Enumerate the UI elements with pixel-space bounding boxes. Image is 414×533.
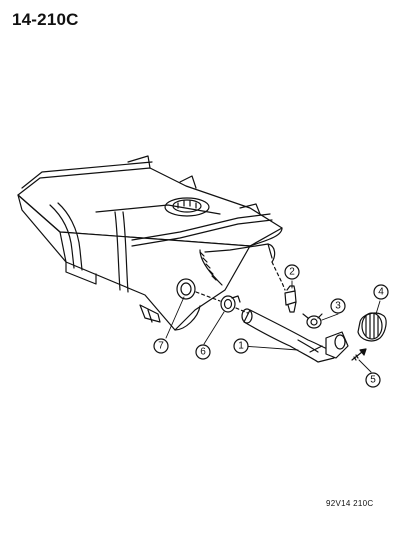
callout-1: 1 xyxy=(233,338,249,354)
hose-clamp xyxy=(220,295,241,313)
callout-2: 2 xyxy=(284,264,300,280)
figure-code: 92V14 210C xyxy=(326,499,374,508)
filler-tube xyxy=(241,308,349,363)
screw xyxy=(351,348,367,361)
callout-4-label: 4 xyxy=(378,287,384,298)
explode-line xyxy=(195,291,221,302)
callout-5: 5 xyxy=(365,372,381,388)
fuel-tank xyxy=(17,155,283,331)
grommet xyxy=(176,278,196,300)
callout-leaders xyxy=(165,280,381,373)
callout-4: 4 xyxy=(373,284,389,300)
callout-2-label: 2 xyxy=(289,267,295,278)
callout-5-label: 5 xyxy=(370,375,376,386)
page-title: 14-210C xyxy=(12,10,79,29)
clamp xyxy=(302,313,323,329)
callout-7: 7 xyxy=(153,338,169,354)
callout-3: 3 xyxy=(330,298,346,314)
callout-1-label: 1 xyxy=(238,341,244,352)
callout-7-label: 7 xyxy=(158,341,164,352)
explode-line xyxy=(271,261,286,291)
callout-6: 6 xyxy=(195,344,211,360)
callout-6-label: 6 xyxy=(200,347,206,358)
callout-3-label: 3 xyxy=(335,301,341,312)
vent-valve xyxy=(284,285,297,313)
fuel-cap xyxy=(357,312,387,342)
